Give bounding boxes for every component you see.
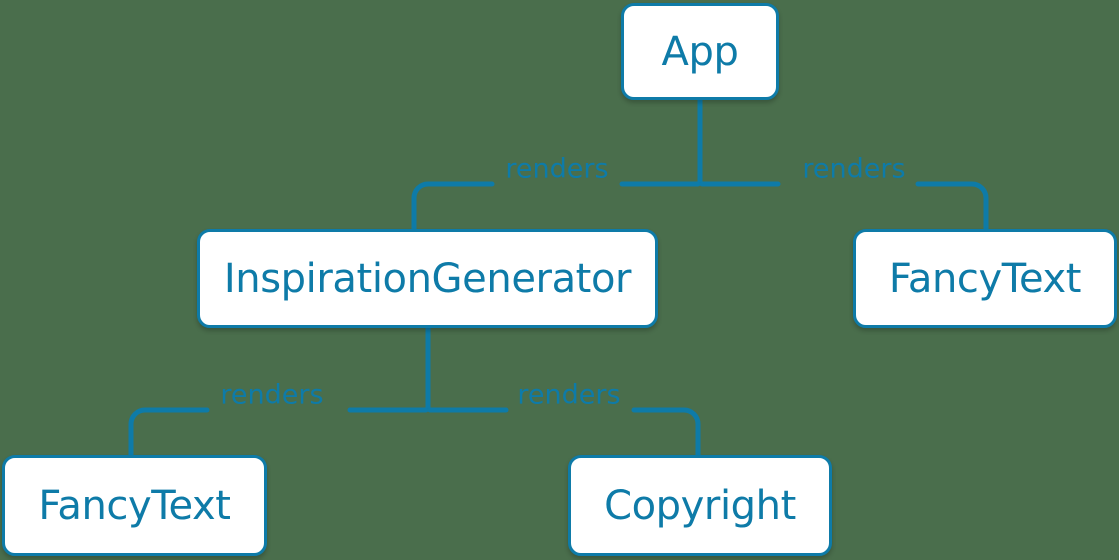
node-copyright-label: Copyright <box>604 482 796 529</box>
edge-label-inspiration-generator-to-copyright: renders <box>517 379 621 411</box>
node-app[interactable]: App <box>621 3 779 100</box>
node-fancytext-right-label: FancyText <box>888 255 1082 302</box>
node-inspiration-generator-label: InspirationGenerator <box>223 255 632 302</box>
node-fancytext-right[interactable]: FancyText <box>853 229 1117 328</box>
node-fancytext-bottom[interactable]: FancyText <box>2 455 267 556</box>
node-inspiration-generator[interactable]: InspirationGenerator <box>197 229 658 328</box>
edge-label-inspiration-generator-to-fancytext: renders <box>220 379 324 411</box>
edge-label-app-to-inspiration-generator: renders <box>505 153 609 185</box>
node-app-label: App <box>661 28 739 75</box>
edge-app-to-ft-bus-outer <box>915 181 989 232</box>
node-fancytext-bottom-label: FancyText <box>38 482 231 529</box>
edge-ig-to-ft-bus-outer <box>128 407 210 458</box>
edge-ig-to-cr-bus-outer <box>631 407 701 458</box>
edge-app-to-ig-bus-outer <box>411 181 495 232</box>
node-copyright[interactable]: Copyright <box>568 455 832 556</box>
edge-label-app-to-fancytext: renders <box>802 153 906 185</box>
